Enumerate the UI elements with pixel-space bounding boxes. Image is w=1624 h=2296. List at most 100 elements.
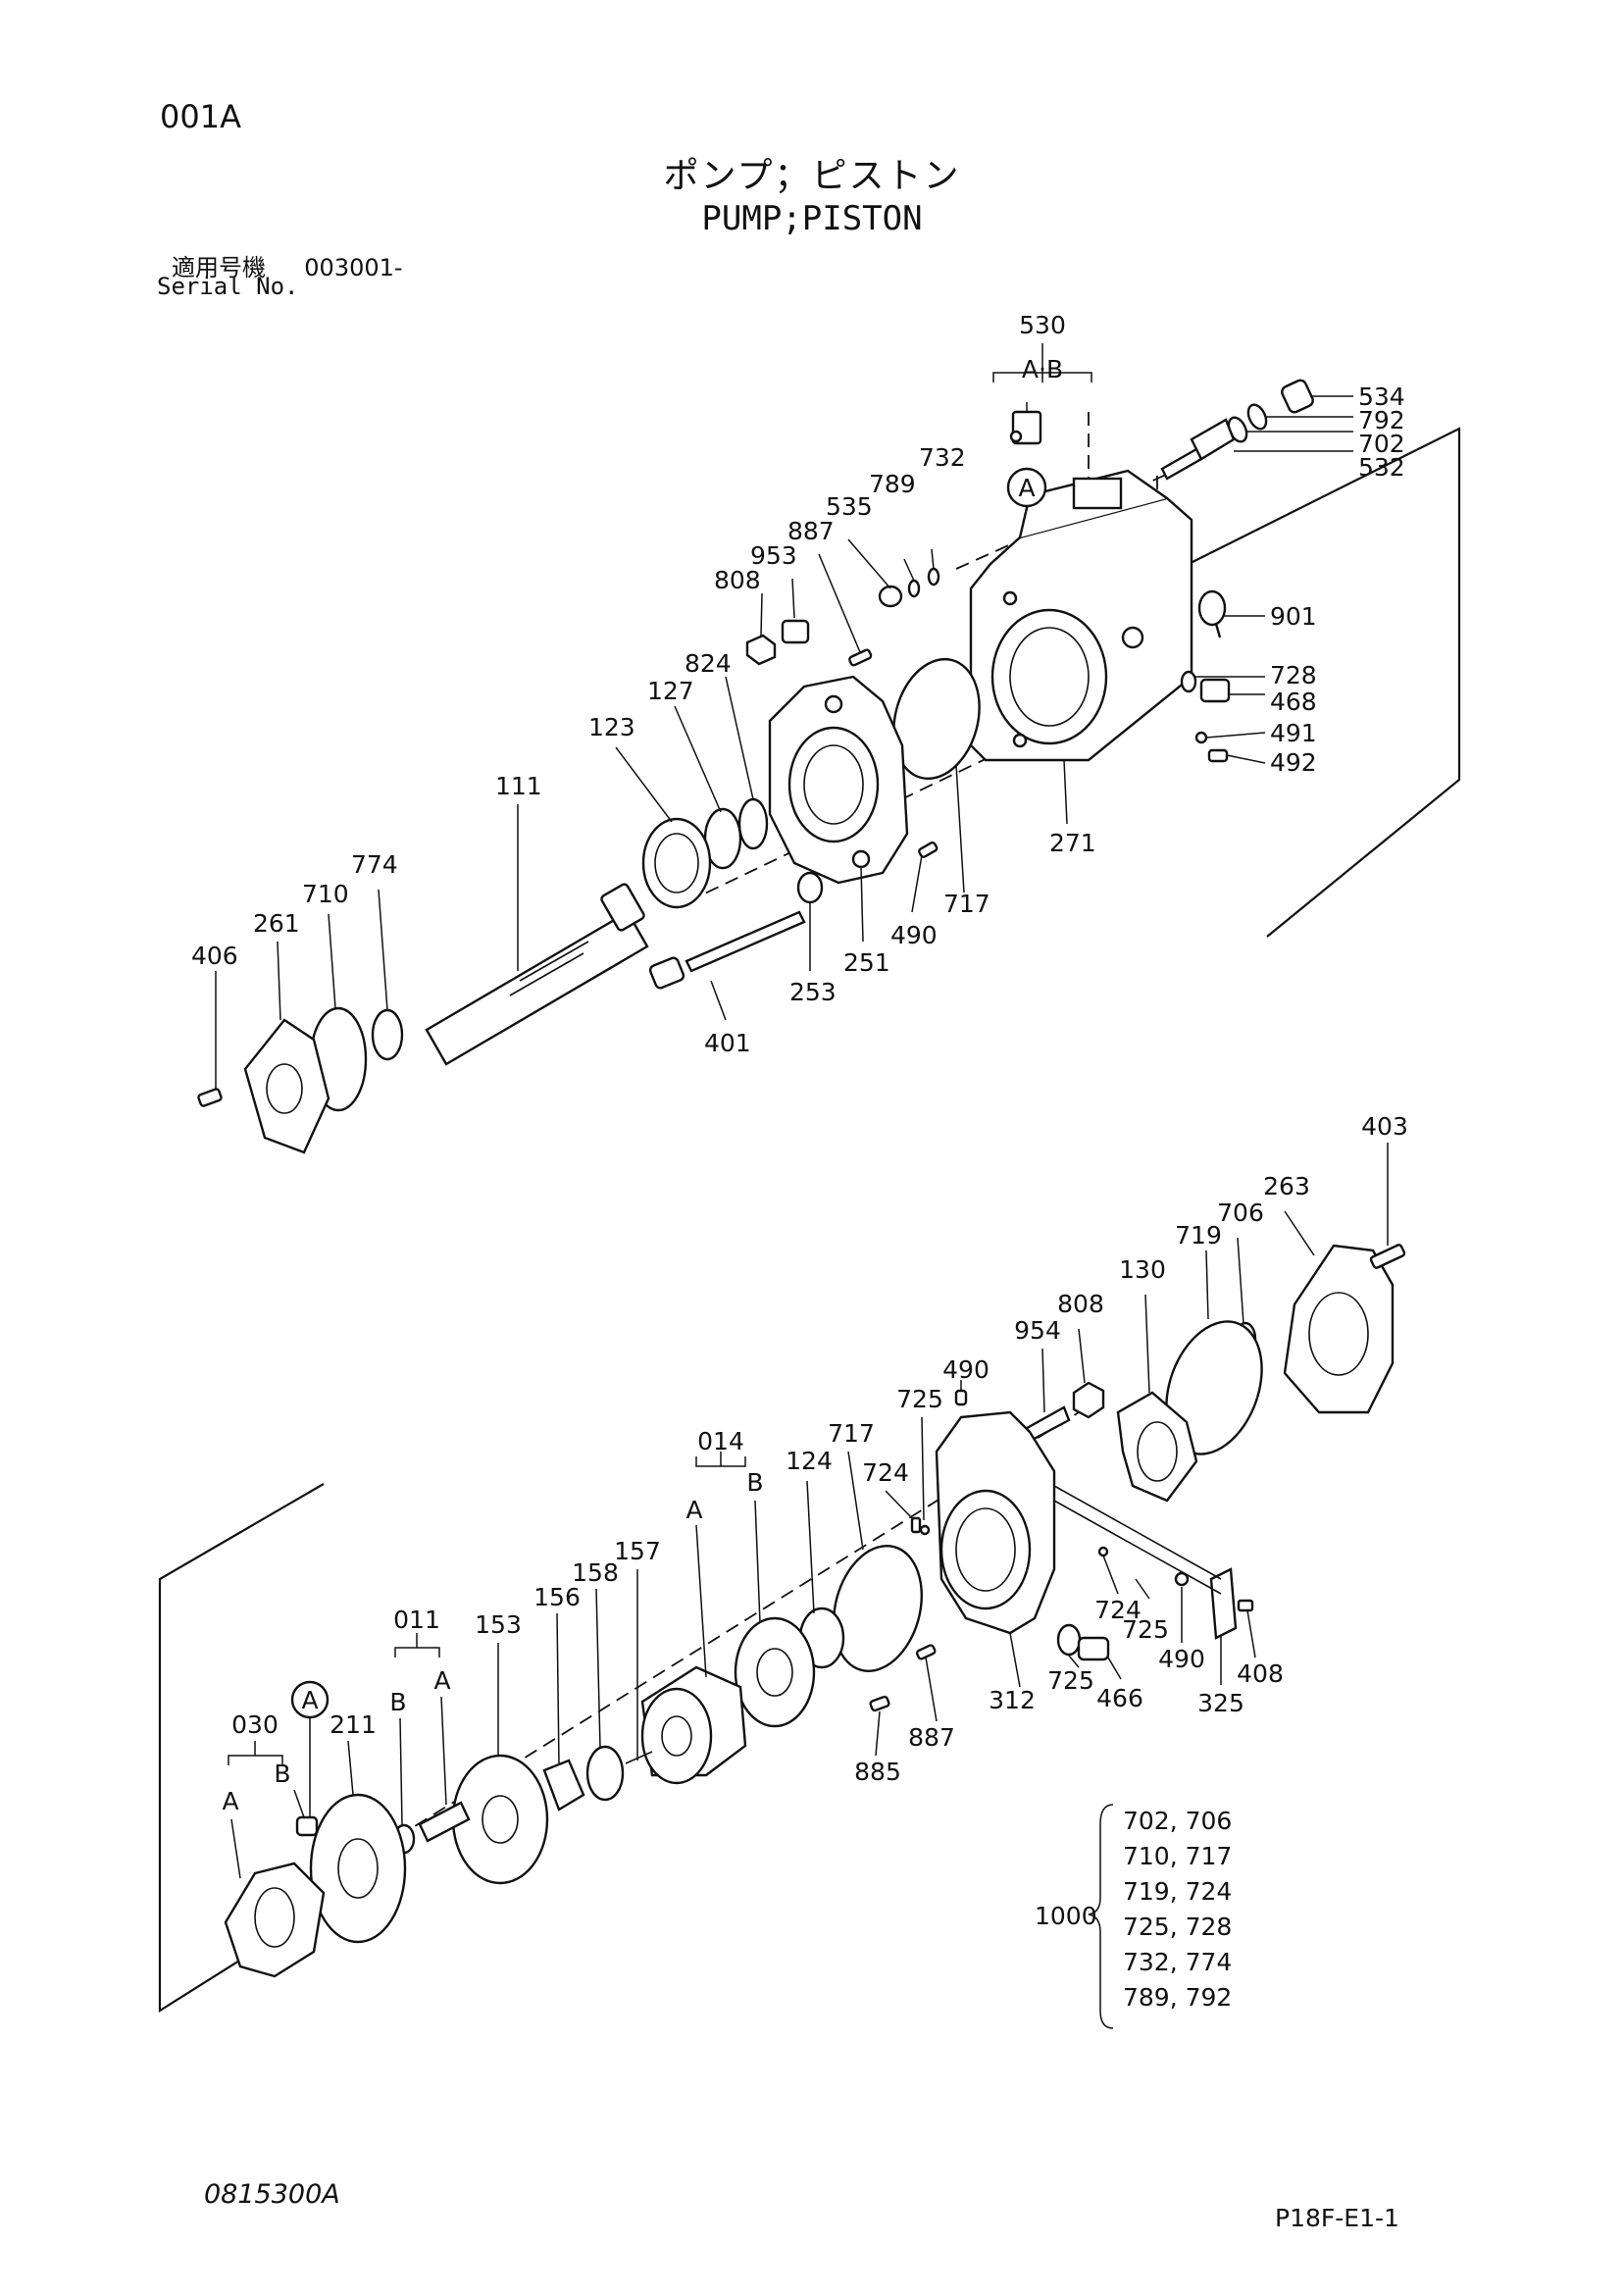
adjust-screw-part-532 xyxy=(1160,418,1236,481)
callout-325: 325 xyxy=(1197,1689,1244,1717)
pin-part-887-lower xyxy=(915,1644,937,1660)
callout-158: 158 xyxy=(572,1558,619,1587)
callout-774: 774 xyxy=(351,850,398,879)
callout-253: 253 xyxy=(789,978,837,1006)
cover-plate-part-325 xyxy=(1209,1567,1238,1640)
callout-710: 710 xyxy=(302,880,349,908)
callout-030: 030 xyxy=(231,1710,279,1739)
page-title-japanese: ポンプ；ピストン xyxy=(663,156,961,196)
callout-403: 403 xyxy=(1361,1112,1408,1141)
o-ring-part-732 xyxy=(927,567,940,587)
plug-part-491 xyxy=(1194,731,1208,744)
callout-535: 535 xyxy=(826,492,873,521)
nut-part-808-upper xyxy=(745,634,777,666)
plug-part-468 xyxy=(1199,678,1231,703)
regulator-part-530 xyxy=(1009,410,1042,445)
shoe-plate-part-211 xyxy=(309,1793,407,1944)
upper-frame-line xyxy=(1139,427,1461,938)
o-ring-part-717 xyxy=(892,657,981,781)
pin-part-885 xyxy=(869,1695,890,1712)
callout-532: 532 xyxy=(1358,453,1405,482)
nut-part-808-lower xyxy=(1072,1381,1105,1419)
callout-211: 211 xyxy=(330,1710,377,1739)
callout-130: 130 xyxy=(1119,1255,1166,1284)
callout-887-upper: 887 xyxy=(787,517,835,545)
callout-011-b: B xyxy=(389,1688,406,1716)
plug-part-534 xyxy=(1281,379,1314,414)
callout-153: 153 xyxy=(475,1610,522,1639)
plug-part-490-lower xyxy=(1174,1571,1190,1587)
callout-887-lower: 887 xyxy=(908,1723,955,1752)
callout-725-lower: 725 xyxy=(1122,1615,1169,1644)
pin-part-490-lower xyxy=(954,1389,968,1406)
plug-part-492 xyxy=(1207,748,1229,763)
callout-124: 124 xyxy=(786,1447,833,1475)
callout-954: 954 xyxy=(1014,1316,1061,1345)
eye-bolt-part-901 xyxy=(1197,589,1227,638)
kit-number: 1000 xyxy=(1035,1902,1097,1930)
pump-casing-part-271 xyxy=(969,469,1193,762)
reference-a-circle-upper xyxy=(1006,467,1047,508)
callout-468: 468 xyxy=(1270,688,1317,716)
callout-901: 901 xyxy=(1270,602,1317,631)
callout-808-lower: 808 xyxy=(1057,1290,1104,1318)
callout-702: 702 xyxy=(1358,430,1405,458)
callout-492: 492 xyxy=(1270,748,1317,777)
kit-brace xyxy=(1088,1804,1114,2029)
page-code: 001A xyxy=(160,98,241,135)
roller-bearing-part-123 xyxy=(641,817,712,909)
callout-a-circle-lower: A xyxy=(301,1686,318,1714)
callout-157: 157 xyxy=(614,1537,661,1565)
screw-part-953-upper xyxy=(781,619,810,644)
cover-part-261 xyxy=(243,1018,330,1154)
callout-127: 127 xyxy=(647,677,694,705)
callout-263: 263 xyxy=(1263,1172,1310,1200)
callout-724-lower: 724 xyxy=(1094,1596,1142,1624)
callout-014-a: A xyxy=(685,1496,702,1524)
callout-732: 732 xyxy=(919,443,966,472)
callout-408: 408 xyxy=(1237,1659,1284,1688)
serial-label-japanese: 適用号機 003001- xyxy=(172,248,403,282)
bolt-part-401 xyxy=(648,910,806,990)
callout-706: 706 xyxy=(1217,1199,1264,1227)
callout-490-lower-2: 490 xyxy=(1158,1645,1205,1673)
callout-011-a: A xyxy=(433,1666,450,1695)
pin-part-490-upper xyxy=(918,841,939,858)
bolt-part-408 xyxy=(1237,1599,1254,1612)
callout-030-b: B xyxy=(274,1760,290,1788)
kit-row-5: 732, 774 xyxy=(1123,1948,1232,1976)
serial-label: Serial No. xyxy=(157,273,299,300)
valve-block-part-312 xyxy=(935,1410,1056,1635)
seal-part-253 xyxy=(796,871,824,904)
callout-123: 123 xyxy=(588,713,635,741)
o-ring-part-792 xyxy=(1246,403,1268,431)
swash-plate-part-030a xyxy=(224,1862,326,1978)
callout-490-upper: 490 xyxy=(890,921,938,949)
serial-label-jp-text: 適用号機 xyxy=(172,254,266,281)
callout-719: 719 xyxy=(1175,1221,1222,1250)
bolt-part-403 xyxy=(1369,1244,1406,1269)
callout-261: 261 xyxy=(253,909,300,938)
cover-plate-link-line xyxy=(1053,1485,1222,1595)
callout-717-lower: 717 xyxy=(828,1419,875,1448)
plug-part-466 xyxy=(1077,1636,1110,1661)
bushing-part-030b xyxy=(295,1815,319,1837)
callout-724: 724 xyxy=(862,1458,909,1487)
o-ring-part-717-lower xyxy=(832,1545,924,1672)
callout-953: 953 xyxy=(750,541,797,570)
callout-792: 792 xyxy=(1358,406,1405,434)
cylinder-block-part-014a xyxy=(640,1665,747,1785)
bolt-part-406 xyxy=(197,1088,223,1107)
callout-014-b: B xyxy=(746,1468,763,1497)
callout-271: 271 xyxy=(1049,829,1096,857)
callout-491: 491 xyxy=(1270,719,1317,747)
swash-plate-part-130 xyxy=(1116,1391,1198,1503)
callout-885: 885 xyxy=(854,1758,901,1786)
spherical-bushing-part-156 xyxy=(542,1759,585,1811)
callout-406: 406 xyxy=(191,942,238,970)
retainer-plate-part-153 xyxy=(451,1754,549,1885)
callout-728: 728 xyxy=(1270,661,1317,689)
kit-row-3: 719, 724 xyxy=(1123,1877,1232,1906)
callout-534: 534 xyxy=(1358,383,1405,411)
